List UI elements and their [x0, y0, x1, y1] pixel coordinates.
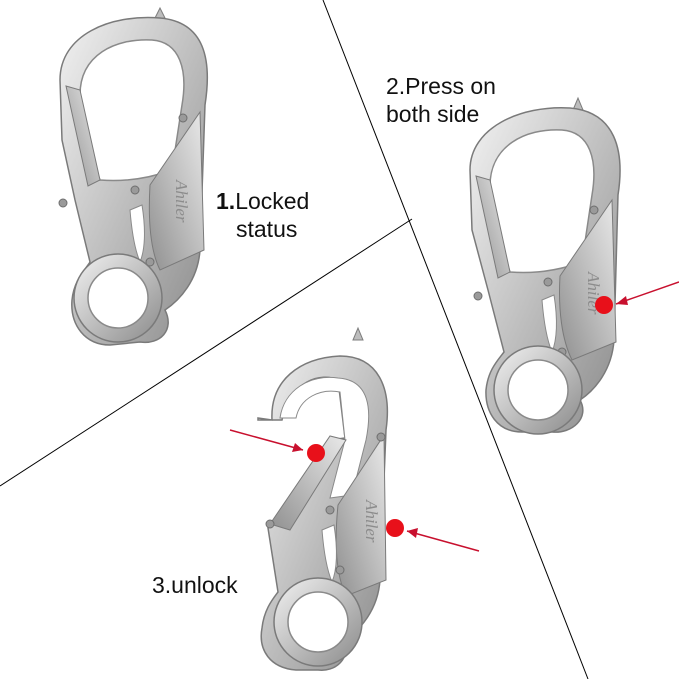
step-locked-label: 1.Locked status: [216, 187, 309, 243]
divider-line-top: [322, 0, 589, 679]
step-number: 1.: [216, 188, 236, 214]
press-arrow-right: [406, 530, 480, 552]
step-title: Locked: [235, 188, 310, 214]
step-subtitle: status: [236, 216, 298, 242]
carabiner-unlocked: Ahiler: [229, 326, 480, 671]
step-subtitle: both side: [386, 101, 480, 127]
carabiner-press: Ahiler: [469, 96, 679, 435]
divider-line-bottom: [0, 218, 413, 487]
step-unlock-label: 3.unlock: [152, 571, 238, 599]
step-press-label: 2.Press on both side: [386, 72, 496, 128]
press-point-marker-right: [386, 519, 404, 537]
press-point-marker-left: [307, 444, 325, 462]
press-arrow-left: [229, 429, 304, 451]
step-title: 2.Press on: [386, 73, 496, 99]
carabiner-locked: Ahiler: [58, 6, 208, 346]
press-point-marker: [595, 296, 613, 314]
step-title: 3.unlock: [152, 572, 238, 598]
brand-engraving: Ahiler: [362, 499, 381, 543]
brand-engraving: Ahiler: [172, 179, 191, 223]
